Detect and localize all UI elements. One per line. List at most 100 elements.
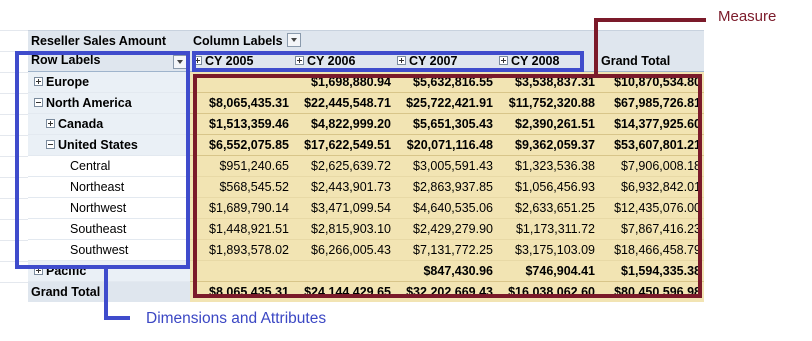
value-cell: $6,266,005.43 bbox=[292, 239, 394, 261]
pivot-row: Europe $1,698,880.94$5,632,816.55$3,538,8… bbox=[28, 71, 704, 93]
row-labels-filter-icon[interactable] bbox=[173, 54, 187, 69]
expand-icon[interactable] bbox=[397, 56, 406, 66]
value-cell: $20,071,116.48 bbox=[394, 134, 496, 156]
value-cell: $17,622,549.51 bbox=[292, 134, 394, 156]
value-cell: $53,607,801.21 bbox=[598, 134, 704, 156]
pivot-measure-row: Reseller Sales Amount Column Labels bbox=[28, 30, 704, 51]
pivot-table: Reseller Sales Amount Column Labels Row … bbox=[28, 30, 704, 302]
value-cell: $847,430.96 bbox=[394, 260, 496, 282]
row-label: Southeast bbox=[28, 218, 190, 240]
value-cell: $8,065,435.31 bbox=[190, 92, 292, 114]
grand-total-row: Grand Total $8,065,435.31 $24,144,429.65… bbox=[28, 281, 704, 302]
value-cell: $4,640,535.06 bbox=[394, 197, 496, 219]
value-cell bbox=[190, 71, 292, 93]
row-label-text: North America bbox=[46, 96, 132, 110]
row-label-text: Southwest bbox=[70, 243, 129, 257]
row-label-text: Europe bbox=[46, 75, 90, 89]
row-label: North America bbox=[28, 92, 190, 114]
value-cell: $3,175,103.09 bbox=[496, 239, 598, 261]
column-labels-filter-icon[interactable] bbox=[286, 33, 301, 48]
collapse-icon[interactable] bbox=[34, 98, 43, 108]
pivot-header-row: Row Labels CY 2005 CY 2006 CY 2007 CY 20… bbox=[28, 51, 704, 72]
value-cell: $1,689,790.14 bbox=[190, 197, 292, 219]
value-cell: $11,752,320.88 bbox=[496, 92, 598, 114]
column-header[interactable]: CY 2007 bbox=[394, 51, 496, 72]
row-label: Canada bbox=[28, 113, 190, 135]
value-cell: $22,445,548.71 bbox=[292, 92, 394, 114]
expand-icon[interactable] bbox=[295, 56, 304, 66]
value-cell: $18,466,458.79 bbox=[598, 239, 704, 261]
row-label-text: United States bbox=[58, 138, 138, 152]
value-cell: $5,651,305.43 bbox=[394, 113, 496, 135]
row-label-text: Pacific bbox=[46, 264, 87, 278]
grand-total-value: $80,450,596.98 bbox=[598, 281, 704, 302]
grand-total-value: $16,038,062.60 bbox=[496, 281, 598, 302]
value-cell: $7,906,008.18 bbox=[598, 155, 704, 177]
row-label-text: Southeast bbox=[70, 222, 127, 236]
value-cell: $1,594,335.38 bbox=[598, 260, 704, 282]
value-cell bbox=[190, 260, 292, 282]
value-cell: $12,435,076.00 bbox=[598, 197, 704, 219]
value-cell: $3,471,099.54 bbox=[292, 197, 394, 219]
pivot-row: North America $8,065,435.31$22,445,548.71… bbox=[28, 92, 704, 114]
value-cell: $1,323,536.38 bbox=[496, 155, 598, 177]
value-cell: $2,443,901.73 bbox=[292, 176, 394, 198]
value-cell: $1,513,359.46 bbox=[190, 113, 292, 135]
row-label: Northeast bbox=[28, 176, 190, 198]
value-cell: $1,893,578.02 bbox=[190, 239, 292, 261]
pivot-row: Southeast $1,448,921.51$2,815,903.10$2,42… bbox=[28, 218, 704, 240]
value-cell: $6,932,842.01 bbox=[598, 176, 704, 198]
value-cell: $2,633,651.25 bbox=[496, 197, 598, 219]
row-labels-cell[interactable]: Row Labels bbox=[28, 51, 190, 72]
value-cell: $67,985,726.81 bbox=[598, 92, 704, 114]
value-cell: $568,545.52 bbox=[190, 176, 292, 198]
value-cell: $1,173,311.72 bbox=[496, 218, 598, 240]
value-cell: $2,625,639.72 bbox=[292, 155, 394, 177]
row-label: Southwest bbox=[28, 239, 190, 261]
measure-caption: Reseller Sales Amount bbox=[28, 30, 190, 51]
collapse-icon[interactable] bbox=[46, 140, 55, 150]
grand-total-header: Grand Total bbox=[598, 51, 704, 72]
value-cell: $14,377,925.60 bbox=[598, 113, 704, 135]
column-header[interactable]: CY 2005 bbox=[190, 51, 292, 72]
row-label: Central bbox=[28, 155, 190, 177]
measure-label: Measure bbox=[718, 8, 777, 25]
row-label-text: Northwest bbox=[70, 201, 127, 215]
value-cell: $2,390,261.51 bbox=[496, 113, 598, 135]
expand-icon[interactable] bbox=[499, 56, 508, 66]
value-cell: $2,815,903.10 bbox=[292, 218, 394, 240]
expand-icon[interactable] bbox=[34, 77, 43, 87]
row-label: Northwest bbox=[28, 197, 190, 219]
column-labels-cell[interactable]: Column Labels bbox=[190, 30, 394, 51]
expand-icon[interactable] bbox=[193, 56, 202, 66]
column-labels-text: Column Labels bbox=[193, 33, 283, 48]
value-cell: $9,362,059.37 bbox=[496, 134, 598, 156]
pivot-body: Europe $1,698,880.94$5,632,816.55$3,538,8… bbox=[28, 71, 704, 282]
value-cell: $2,429,279.90 bbox=[394, 218, 496, 240]
value-cell: $951,240.65 bbox=[190, 155, 292, 177]
value-cell: $5,632,816.55 bbox=[394, 71, 496, 93]
expand-icon[interactable] bbox=[34, 266, 43, 276]
value-cell: $3,538,837.31 bbox=[496, 71, 598, 93]
pivot-row: Pacific$847,430.96$746,904.41$1,594,335.… bbox=[28, 260, 704, 282]
value-cell: $4,822,999.20 bbox=[292, 113, 394, 135]
value-cell: $1,056,456.93 bbox=[496, 176, 598, 198]
grand-total-value: $24,144,429.65 bbox=[292, 281, 394, 302]
value-cell: $1,448,921.51 bbox=[190, 218, 292, 240]
value-cell bbox=[292, 260, 394, 282]
row-labels-text: Row Labels bbox=[31, 52, 101, 67]
column-header[interactable]: CY 2006 bbox=[292, 51, 394, 72]
row-label-text: Canada bbox=[58, 117, 104, 131]
value-cell: $1,698,880.94 bbox=[292, 71, 394, 93]
pivot-row: United States $6,552,075.85$17,622,549.51… bbox=[28, 134, 704, 156]
pivot-row: Northeast$568,545.52$2,443,901.73$2,863,… bbox=[28, 176, 704, 198]
value-cell: $6,552,075.85 bbox=[190, 134, 292, 156]
pivot-row: Central$951,240.65$2,625,639.72$3,005,59… bbox=[28, 155, 704, 177]
value-cell: $10,870,534.80 bbox=[598, 71, 704, 93]
dimensions-label: Dimensions and Attributes bbox=[146, 310, 327, 327]
column-header[interactable]: CY 2008 bbox=[496, 51, 598, 72]
pivot-row: Southwest$1,893,578.02$6,266,005.43$7,13… bbox=[28, 239, 704, 261]
row-label: United States bbox=[28, 134, 190, 156]
row-label: Europe bbox=[28, 71, 190, 93]
expand-icon[interactable] bbox=[46, 119, 55, 129]
